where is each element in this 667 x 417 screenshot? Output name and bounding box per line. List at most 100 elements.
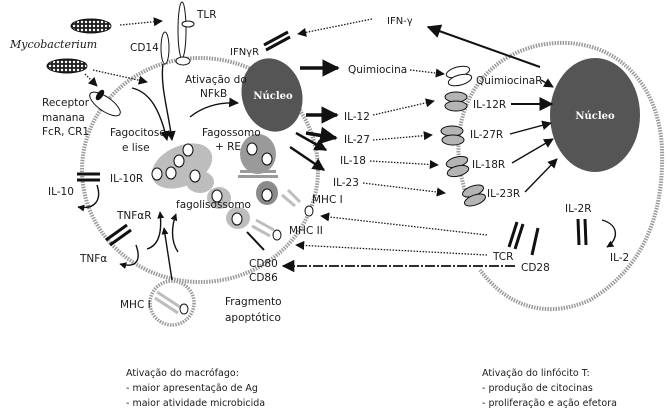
il18-to-receptor-arrow <box>369 159 439 170</box>
cd14-receptor <box>160 31 170 65</box>
il18-secretion-arrow <box>295 131 328 152</box>
tcell-receptor-label-il27: IL-27R <box>470 129 503 141</box>
macrophage-caption-title: Ativação do macrófago: <box>126 368 239 379</box>
il18-receptor <box>445 155 470 178</box>
phagocytosis-arrow <box>131 87 170 141</box>
il2r-receptor <box>576 218 588 246</box>
apoptotic-label-1: Fragmento <box>225 296 282 308</box>
il12-receptor <box>444 91 468 112</box>
mannose-receptor-head <box>95 89 105 101</box>
ifngr-label: IFNγR <box>230 47 259 58</box>
il27-to-receptor-arrow <box>372 131 433 141</box>
il10-label: IL-10 <box>48 186 74 198</box>
mannose-label-2: manana <box>42 112 85 124</box>
mannose-receptor <box>89 91 121 117</box>
cd14-label: CD14 <box>130 42 159 54</box>
macrophage-caption-item-1: - maior apresentação de Ag <box>126 383 258 394</box>
mycobacterium-2 <box>46 58 88 74</box>
macrophage-caption: Ativação do macrófago: - maior apresenta… <box>126 368 265 409</box>
phagocytosis-label-1: Fagocitose <box>110 127 166 139</box>
il23-to-receptor-arrow <box>362 182 446 197</box>
cd28-label: CD28 <box>521 262 550 274</box>
il18R-signal-arrow <box>511 138 554 164</box>
apoptotic-mhc1-label: MHC I <box>120 299 151 311</box>
chemokine-receptor <box>445 65 473 87</box>
tlr-receptor <box>175 1 195 66</box>
il23-receptor <box>462 184 486 207</box>
tcell-nucleus <box>550 58 640 172</box>
phagocytosis-label-2: e lise <box>122 142 150 154</box>
mycobacterium-label: Mycobacterium <box>9 38 97 51</box>
tcell-caption-title: Ativação do linfócito T: <box>482 368 590 379</box>
mhc2-molecule <box>251 218 282 241</box>
cytokine-label-il23: IL-23 <box>333 177 359 189</box>
cytokine-label-il27: IL-27 <box>344 134 370 146</box>
bacteria-entry-arrow <box>92 69 148 85</box>
il23R-signal-arrow <box>524 158 558 193</box>
cd80-label: CD80 <box>249 258 278 270</box>
il23-secretion-arrow <box>289 145 326 172</box>
il2r-label: IL-2R <box>565 203 592 215</box>
tcell-receptor-label-il23: IL-23R <box>487 188 520 200</box>
il12-to-receptor-arrow <box>372 98 435 116</box>
tcell-ifng-arrow <box>426 24 541 68</box>
tcr-to-mhc2-arrow <box>295 240 488 256</box>
tcell-caption-item-1: - produção de citocinas <box>482 383 593 394</box>
tnfa-label: TNFα <box>79 253 107 265</box>
mannose-label-1: Receptor <box>42 97 90 109</box>
ifngr-receptor <box>263 30 291 52</box>
apoptotic-label-2: apoptótico <box>225 312 281 324</box>
phagosome-label-2: + RE <box>215 141 241 153</box>
il27-receptor <box>440 125 465 146</box>
tlr-label: TLR <box>196 9 217 21</box>
chemokineR-signal-arrow <box>540 78 554 88</box>
tnfa-autocrine-arrow-2 <box>170 213 179 253</box>
il27-secretion-arrow <box>305 126 338 145</box>
phagolysosome-label: fagolisossomo <box>176 199 251 211</box>
er-phagosome <box>238 134 278 205</box>
tcr-receptor <box>507 221 525 250</box>
phagosome-label-1: Fagossomo <box>202 127 261 139</box>
apoptotic-uptake-arrow <box>161 227 173 281</box>
nfkb-label-2: NFkB <box>200 88 227 100</box>
cytokine-label-il18: IL-18 <box>340 155 366 167</box>
mannose-label-3: FcR, CR1 <box>42 126 89 138</box>
cd28-receptor <box>530 227 540 256</box>
mhc1-molecule <box>281 188 314 217</box>
nfkb-to-nucleus-arrow <box>189 97 239 118</box>
bacteria-to-mannose-arrow <box>84 73 98 87</box>
mycobacterium-1 <box>70 18 112 34</box>
tcell-caption: Ativação do linfócito T: - produção de c… <box>482 368 617 409</box>
tnfa-autocrine-arrow-1 <box>146 211 165 250</box>
tnfa-secretion-arrow <box>119 244 139 270</box>
macrophage-nucleus-label: Núcleo <box>253 91 293 102</box>
tnfar-label: TNFαR <box>116 210 152 222</box>
cd14-signal-arrow <box>161 63 176 141</box>
il10r-receptor <box>77 172 100 182</box>
cytokine-label-il12: IL-12 <box>344 111 370 123</box>
tcell: Núcleo <box>456 40 665 312</box>
macrophage-caption-item-2: - maior atividade microbicida <box>126 398 265 409</box>
ifng-label: IFN-γ <box>387 16 413 27</box>
ifng-to-ifngr-arrow <box>297 18 373 37</box>
tnfar-receptor <box>105 223 132 247</box>
chemokine-to-receptor-arrow <box>409 68 445 78</box>
tcr-to-mhc1-arrow <box>320 212 488 236</box>
il2-secretion-arrow <box>601 219 617 248</box>
tcell-receptor-label-chemokine: QuimiocinaR <box>476 75 542 87</box>
cd80-86-molecule <box>246 231 265 251</box>
il2-label: IL-2 <box>610 252 629 264</box>
phagosome-vesicle <box>151 143 214 193</box>
tcr-label: TCR <box>492 251 513 263</box>
il10-secretion-arrow <box>77 184 100 212</box>
tcell-receptor-label-il18: IL-18R <box>472 159 505 171</box>
cytokine-label-chemokine: Quimiocina <box>348 64 407 76</box>
bacteria-to-tlr-arrow <box>119 17 163 27</box>
mhc1-label: MHC I <box>312 194 343 206</box>
macrophage-nucleus <box>241 58 303 132</box>
mhc2-label: MHC II <box>289 225 323 237</box>
il10r-label: IL-10R <box>110 173 143 185</box>
cd86-label: CD86 <box>249 272 278 284</box>
apoptotic-fragment <box>148 279 196 327</box>
